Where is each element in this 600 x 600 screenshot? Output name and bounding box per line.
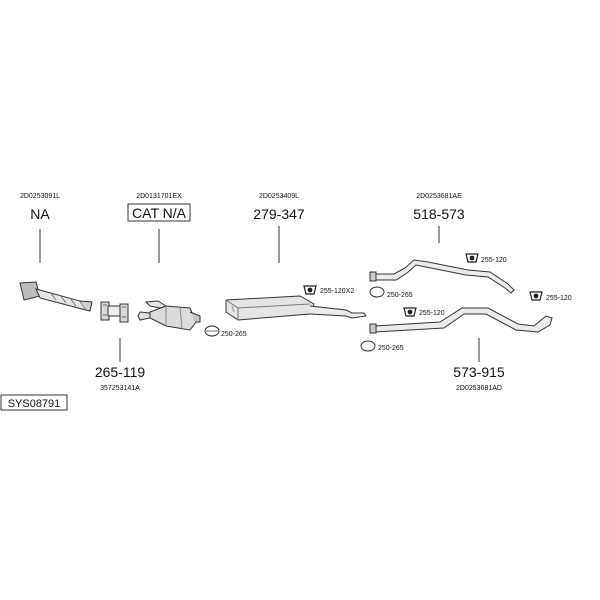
system-code: SYS08791 — [8, 398, 61, 410]
hanger-lower-label: 255-120 — [419, 310, 445, 317]
rear-pipe-upper-drawing — [369, 259, 515, 294]
hanger-silencer-label: 255-120X2 — [320, 288, 354, 295]
rear-pipe-lower-drawing — [369, 307, 553, 334]
rear-pipe-upper-ref: 2D0253681AE — [416, 193, 462, 200]
clamp-upper-label: 250-265 — [387, 292, 413, 299]
flex-pipe-drawing — [19, 281, 93, 312]
system-code-box — [0, 394, 68, 411]
hanger-upper-1-label: 255-120 — [481, 257, 507, 264]
hanger-upper-1-icon — [465, 253, 479, 263]
clamp-upper-drawing — [369, 286, 385, 298]
rear-pipe-lower-number: 573-915 — [453, 364, 505, 380]
flex-pipe-ref: 2D0253091L — [20, 193, 60, 200]
rear-pipe-upper-number: 518-573 — [413, 206, 465, 222]
hanger-lower-icon — [403, 307, 417, 317]
hanger-silencer-icon — [303, 285, 317, 295]
connector-pipe-ref: 357253141A — [100, 385, 140, 392]
middle-silencer-ref: 2D0253409L — [259, 193, 299, 200]
middle-silencer-drawing — [225, 295, 367, 321]
connector-pipe-drawing — [100, 301, 129, 323]
catalyst-ref: 2D0131701EX — [136, 193, 182, 200]
clamp-cat-drawing — [204, 325, 220, 337]
hanger-upper-2-label: 255-120 — [546, 295, 572, 302]
catalyst-drawing — [137, 300, 201, 331]
catalyst-number: CAT N/A — [132, 205, 187, 221]
rear-pipe-lower-ref: 2D0253681AD — [456, 385, 502, 392]
leader-lines — [39, 226, 480, 362]
catalyst-number-box — [127, 203, 191, 222]
middle-silencer-number: 279-347 — [253, 206, 305, 222]
clamp-lower-drawing — [360, 340, 376, 352]
clamp-lower-label: 250-265 — [378, 345, 404, 352]
flex-pipe-number: NA — [30, 206, 50, 222]
clamp-cat-label: 250-265 — [221, 331, 247, 338]
connector-pipe-number: 265-119 — [95, 364, 146, 380]
hanger-upper-2-icon — [529, 291, 543, 301]
